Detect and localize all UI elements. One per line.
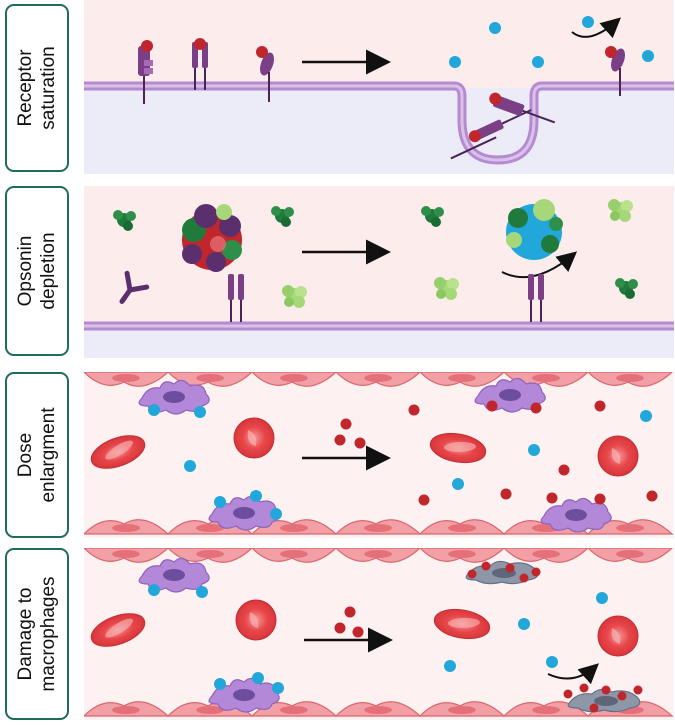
panel-receptor-saturation bbox=[84, 0, 674, 174]
nanoparticle-red bbox=[530, 402, 542, 414]
label-line: depletion bbox=[38, 232, 59, 310]
receptor-icon bbox=[605, 46, 625, 96]
nanoparticle-red bbox=[334, 434, 346, 446]
nanoparticle-red bbox=[344, 606, 356, 618]
nanoparticle-red bbox=[334, 622, 346, 634]
nanoparticle-red bbox=[519, 573, 529, 583]
nanoparticle-red bbox=[617, 691, 627, 701]
nanoparticle-blue bbox=[270, 508, 282, 520]
nanoparticle-red bbox=[486, 400, 498, 412]
curved-arrow bbox=[501, 251, 578, 279]
label-line: saturation bbox=[38, 46, 59, 130]
nanoparticle-blue bbox=[214, 678, 226, 690]
nanoparticle-blue bbox=[532, 56, 544, 68]
nanoparticle-red bbox=[601, 685, 611, 695]
nanoparticle-red bbox=[558, 464, 570, 476]
red-blood-cell bbox=[233, 417, 275, 459]
nanoparticle-red bbox=[594, 493, 606, 505]
opsonin-light-icon bbox=[608, 199, 633, 222]
panel-damage-to-macrophages bbox=[84, 548, 674, 720]
label-line: Opsonin bbox=[15, 235, 36, 307]
nanoparticle-blue bbox=[640, 410, 652, 422]
curved-arrow bbox=[547, 663, 599, 685]
nanoparticle-red bbox=[589, 703, 599, 713]
nanoparticle-blue bbox=[452, 478, 464, 490]
nanoparticle-blue bbox=[194, 406, 206, 418]
label-line: enlargment bbox=[38, 407, 59, 503]
nanoparticle-blue bbox=[184, 460, 196, 472]
nanoparticle-blue bbox=[449, 56, 461, 68]
nanoparticle-blue bbox=[196, 586, 208, 598]
red-blood-cell bbox=[597, 435, 639, 477]
nanoparticle-red bbox=[500, 488, 512, 500]
nanoparticle-blue bbox=[444, 660, 456, 672]
nanoparticle-blue bbox=[546, 656, 558, 668]
label-line: macrophages bbox=[38, 576, 59, 692]
nanoparticle-red bbox=[505, 563, 515, 573]
nanoparticle-blue bbox=[250, 490, 262, 502]
nanoparticle-red bbox=[579, 683, 589, 693]
opsonin-light-icon bbox=[282, 285, 307, 308]
label-line: Receptor bbox=[15, 49, 36, 127]
internalized-receptors bbox=[450, 92, 556, 160]
nanoparticle-blue bbox=[596, 592, 608, 604]
nanoparticle-red bbox=[646, 490, 658, 502]
nanoparticle-red bbox=[546, 492, 558, 504]
nanoparticle-blue bbox=[148, 584, 160, 596]
nanoparticle-red bbox=[531, 567, 541, 577]
nanoparticle-blue bbox=[642, 50, 654, 62]
nanoparticle-blue bbox=[252, 672, 264, 684]
nanoparticle-with-corona bbox=[506, 199, 563, 260]
panel-dose-enlargement bbox=[84, 372, 674, 538]
panel-opsonin-depletion bbox=[84, 186, 674, 358]
receptor-icon bbox=[138, 40, 153, 104]
label-line: Dose bbox=[15, 432, 36, 478]
nanoparticle-blue bbox=[272, 682, 284, 694]
receptor-icon bbox=[191, 38, 209, 91]
label-line: Damage to bbox=[15, 587, 36, 681]
receptor-icon bbox=[256, 46, 274, 102]
nanoparticle-blue bbox=[214, 496, 226, 508]
opsonized-nanoparticle bbox=[182, 204, 242, 272]
nanoparticle-red bbox=[340, 418, 352, 430]
red-blood-cell bbox=[235, 599, 277, 641]
nanoparticle-blue bbox=[528, 444, 540, 456]
red-blood-cell bbox=[597, 615, 639, 657]
nanoparticle-blue bbox=[148, 404, 160, 416]
nanoparticle-blue bbox=[489, 22, 501, 34]
nanoparticle-blue bbox=[582, 16, 594, 28]
opsonin-light-icon bbox=[434, 277, 459, 300]
curved-arrow bbox=[571, 17, 621, 39]
nanoparticle-red bbox=[354, 437, 366, 449]
nanoparticle-red bbox=[352, 626, 364, 638]
nanoparticle-red bbox=[594, 400, 606, 412]
nanoparticle-red bbox=[418, 494, 430, 506]
nanoparticle-red bbox=[467, 569, 477, 579]
nanoparticle-blue bbox=[518, 618, 530, 630]
nanoparticle-red bbox=[408, 404, 420, 416]
nanoparticle-red bbox=[563, 689, 573, 699]
nanoparticle-red bbox=[633, 685, 643, 695]
nanoparticle-red bbox=[481, 561, 491, 571]
